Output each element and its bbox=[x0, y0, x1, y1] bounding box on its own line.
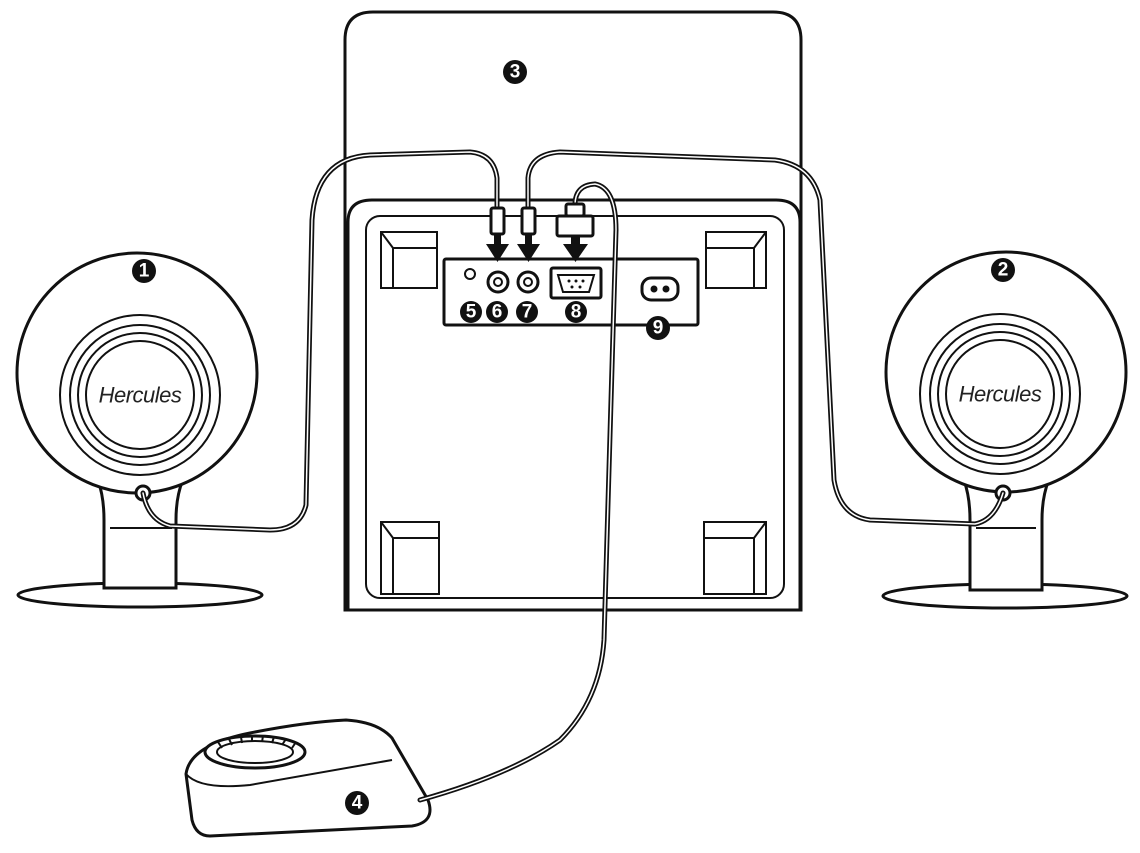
left-speaker-ring-outer bbox=[59, 314, 221, 476]
callout-6: 6 bbox=[486, 301, 508, 323]
callout-1: 1 bbox=[132, 259, 156, 283]
foot-bottom-right bbox=[703, 521, 767, 595]
foot-top-left bbox=[380, 231, 438, 289]
jack-right bbox=[516, 270, 540, 294]
right-speaker: Hercules bbox=[881, 250, 1129, 610]
left-speaker: Hercules bbox=[15, 251, 264, 609]
knob-grip-marks bbox=[217, 735, 297, 749]
svg-text:1: 1 bbox=[139, 261, 150, 282]
callout-4: 4 bbox=[345, 791, 369, 815]
control-pod-body bbox=[184, 718, 432, 838]
callout-9: 9 bbox=[646, 316, 670, 340]
right-speaker-logo: Hercules bbox=[959, 382, 1042, 407]
left-speaker-logo: Hercules bbox=[99, 383, 182, 408]
svg-text:7: 7 bbox=[522, 302, 533, 323]
svg-text:9: 9 bbox=[653, 318, 664, 339]
svg-text:6: 6 bbox=[492, 302, 503, 323]
foot-bottom-left bbox=[380, 521, 440, 595]
callout-3: 3 bbox=[503, 60, 527, 84]
callouts: 1 2 3 4 5 6 7 8 bbox=[132, 60, 1015, 815]
callout-7: 7 bbox=[516, 301, 538, 323]
svg-text:3: 3 bbox=[510, 62, 521, 83]
right-speaker-ring-outer bbox=[919, 313, 1081, 475]
left-rca-plug bbox=[486, 206, 509, 262]
callout-8: 8 bbox=[565, 301, 587, 323]
svg-text:8: 8 bbox=[571, 302, 582, 323]
jack-left bbox=[486, 270, 510, 294]
callout-5: 5 bbox=[460, 301, 482, 323]
plugs bbox=[486, 202, 595, 262]
svg-text:5: 5 bbox=[466, 302, 477, 323]
svg-text:4: 4 bbox=[352, 793, 363, 814]
power-socket bbox=[640, 276, 680, 302]
cables bbox=[140, 149, 1006, 803]
right-rca-plug bbox=[517, 206, 540, 262]
db-connector bbox=[549, 266, 603, 300]
screw-hole bbox=[464, 268, 476, 280]
control-pod bbox=[184, 718, 432, 838]
db-plug bbox=[555, 202, 595, 262]
callout-2: 2 bbox=[991, 258, 1015, 282]
foot-top-right bbox=[705, 231, 767, 289]
svg-text:2: 2 bbox=[998, 260, 1009, 281]
